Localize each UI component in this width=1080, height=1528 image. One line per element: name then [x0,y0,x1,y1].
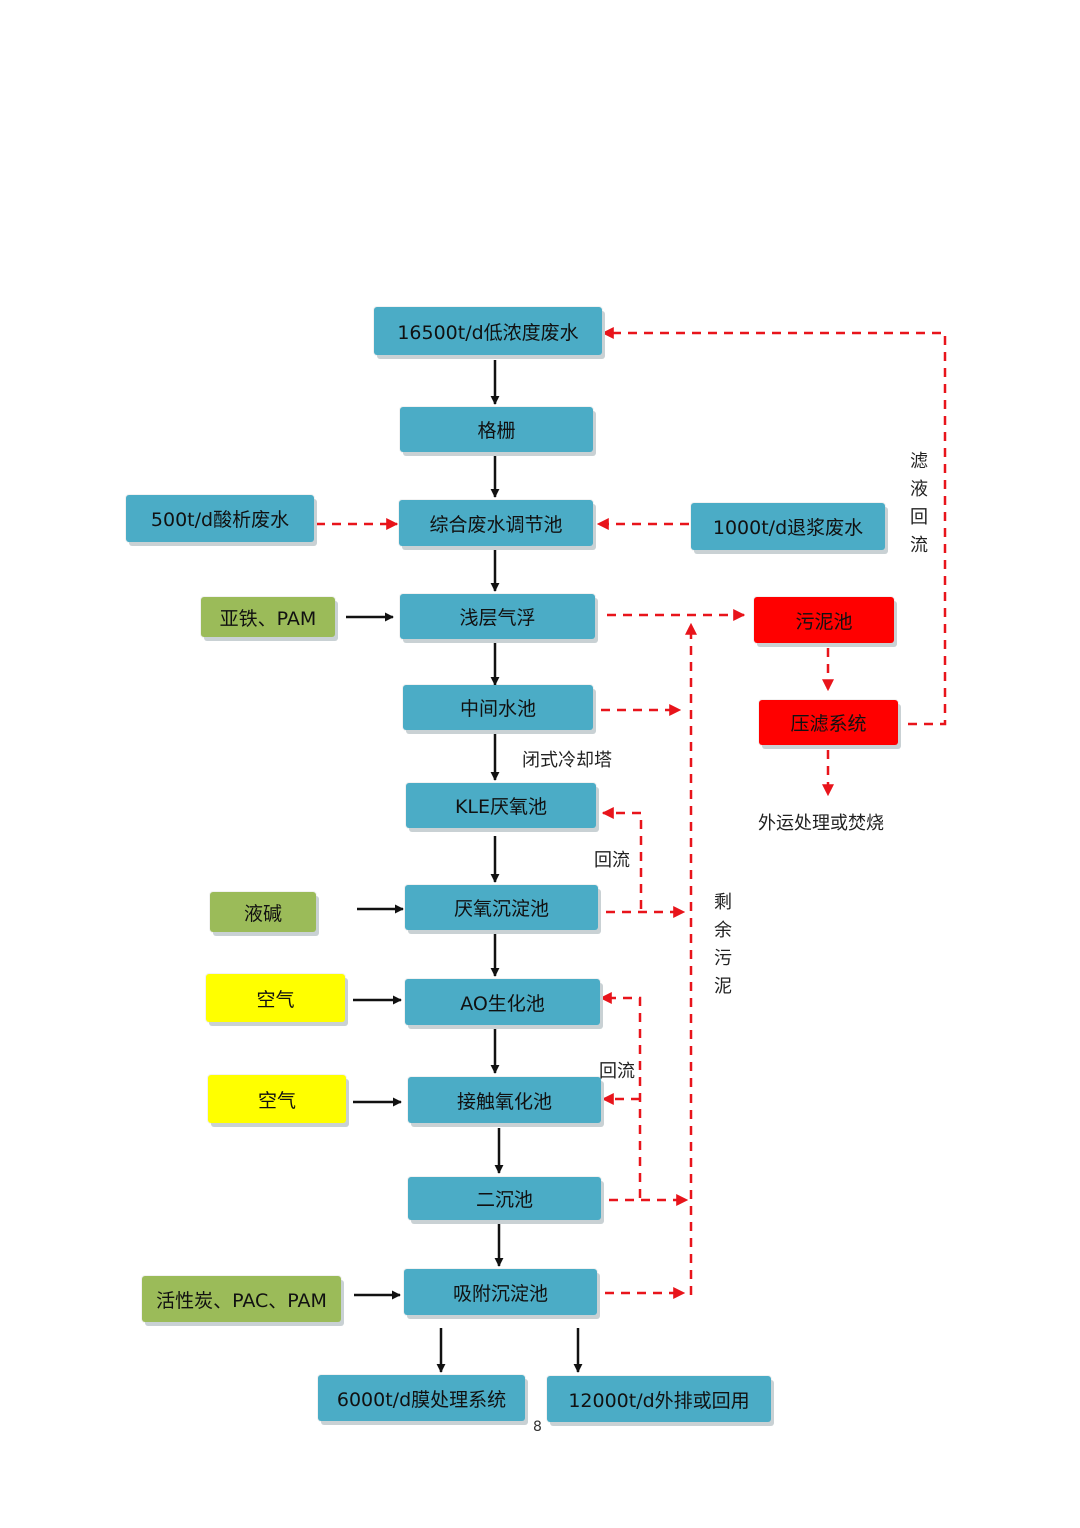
anaerobic-sedimentation-node: 厌氧沉淀池 [405,885,598,930]
shallow-air-flotation-node: 浅层气浮 [400,594,595,639]
arrow-filtrate-reflux [601,327,947,726]
desizing-wastewater-node: 1000t/d退浆废水 [691,503,885,550]
grille-node: 格栅 [400,407,593,452]
air-node-2: 空气 [208,1075,346,1123]
secondary-clarifier-node: 二沉池 [408,1177,601,1220]
liquid-alkali-node: 液碱 [210,892,316,932]
kle-anaerobic-node: KLE厌氧池 [406,783,596,828]
ao-biochemical-node: AO生化池 [405,979,600,1025]
ferrous-pam-node: 亚铁、PAM [201,597,335,637]
sludge-tank-node: 污泥池 [754,597,894,643]
filter-press-node: 压滤系统 [759,700,898,745]
excess-sludge-label: 剩 余 污 泥 [714,892,732,997]
filtrate-reflux-label: 滤 液 回 流 [910,451,928,556]
acid-wastewater-node: 500t/d酸析废水 [126,495,314,542]
raw-wastewater-node: 16500t/d低浓度废水 [374,307,602,355]
membrane-system-node: 6000t/d膜处理系统 [318,1375,525,1421]
discharge-reuse-node: 12000t/d外排或回用 [547,1376,771,1422]
arrow-reflux-to-ao [599,992,642,1198]
equalization-tank-node: 综合废水调节池 [399,500,593,546]
air-node-1: 空气 [206,974,345,1022]
arrow-reflux-to-kle [601,807,643,909]
outsourced-disposal-label: 外运处理或焚烧 [758,813,884,834]
reflux-label-2: 回流 [599,1061,635,1082]
closed-cooling-tower-label: 闭式冷却塔 [522,750,612,771]
page-number: 8 [533,1419,542,1435]
contact-oxidation-node: 接触氧化池 [408,1077,601,1123]
adsorption-sedimentation-node: 吸附沉淀池 [404,1269,597,1315]
reflux-label-1: 回流 [594,850,630,871]
intermediate-tank-node: 中间水池 [403,685,593,730]
chemicals-node: 活性炭、PAC、PAM [142,1276,341,1322]
